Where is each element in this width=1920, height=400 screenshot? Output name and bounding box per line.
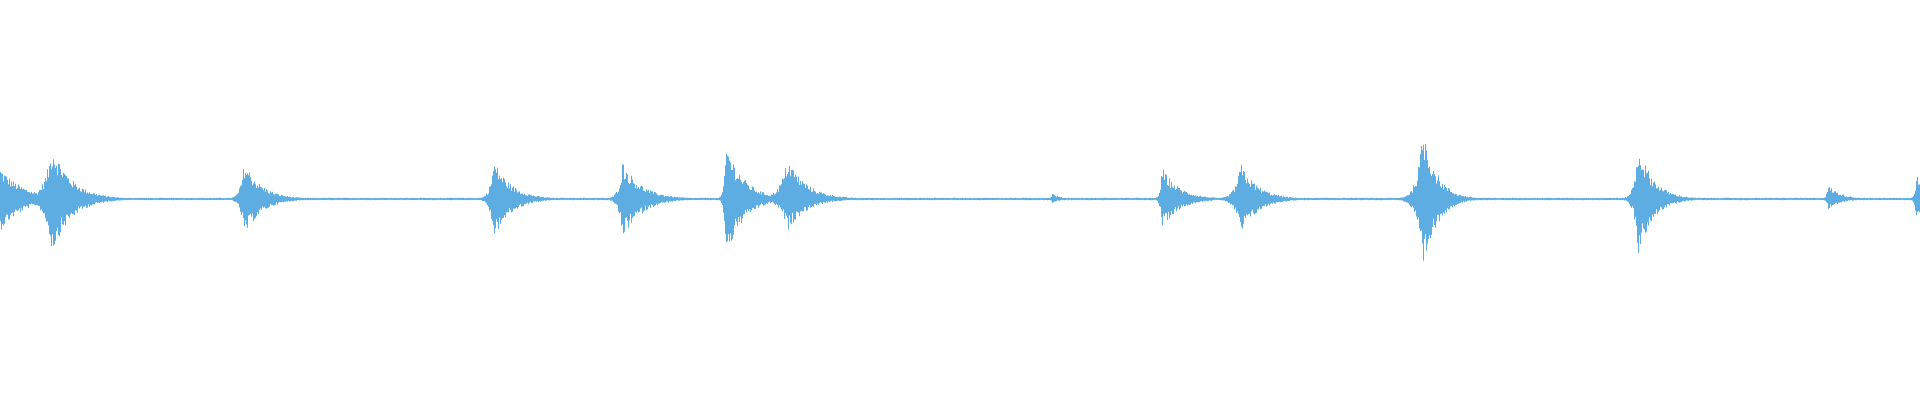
waveform-path [0, 144, 1920, 261]
waveform-burst-4 [489, 159, 497, 239]
waveform-burst-3 [240, 161, 248, 237]
waveform-burst-12 [1634, 143, 1642, 255]
waveform-burst-6 [722, 141, 730, 259]
waveform-samples [0, 144, 1920, 261]
waveform-burst-14 [1912, 173, 1920, 223]
waveform-burst-8 [1048, 193, 1056, 203]
waveform-burst-9 [1158, 167, 1166, 229]
waveform-burst-5 [618, 161, 626, 239]
waveform-burst-13 [1824, 185, 1832, 209]
waveform-burst-1 [0, 167, 8, 231]
waveform-burst-11 [1419, 125, 1427, 275]
waveform-burst-7 [783, 157, 791, 231]
waveform-burst-2 [48, 143, 56, 253]
waveform-burst-10 [1236, 163, 1244, 235]
